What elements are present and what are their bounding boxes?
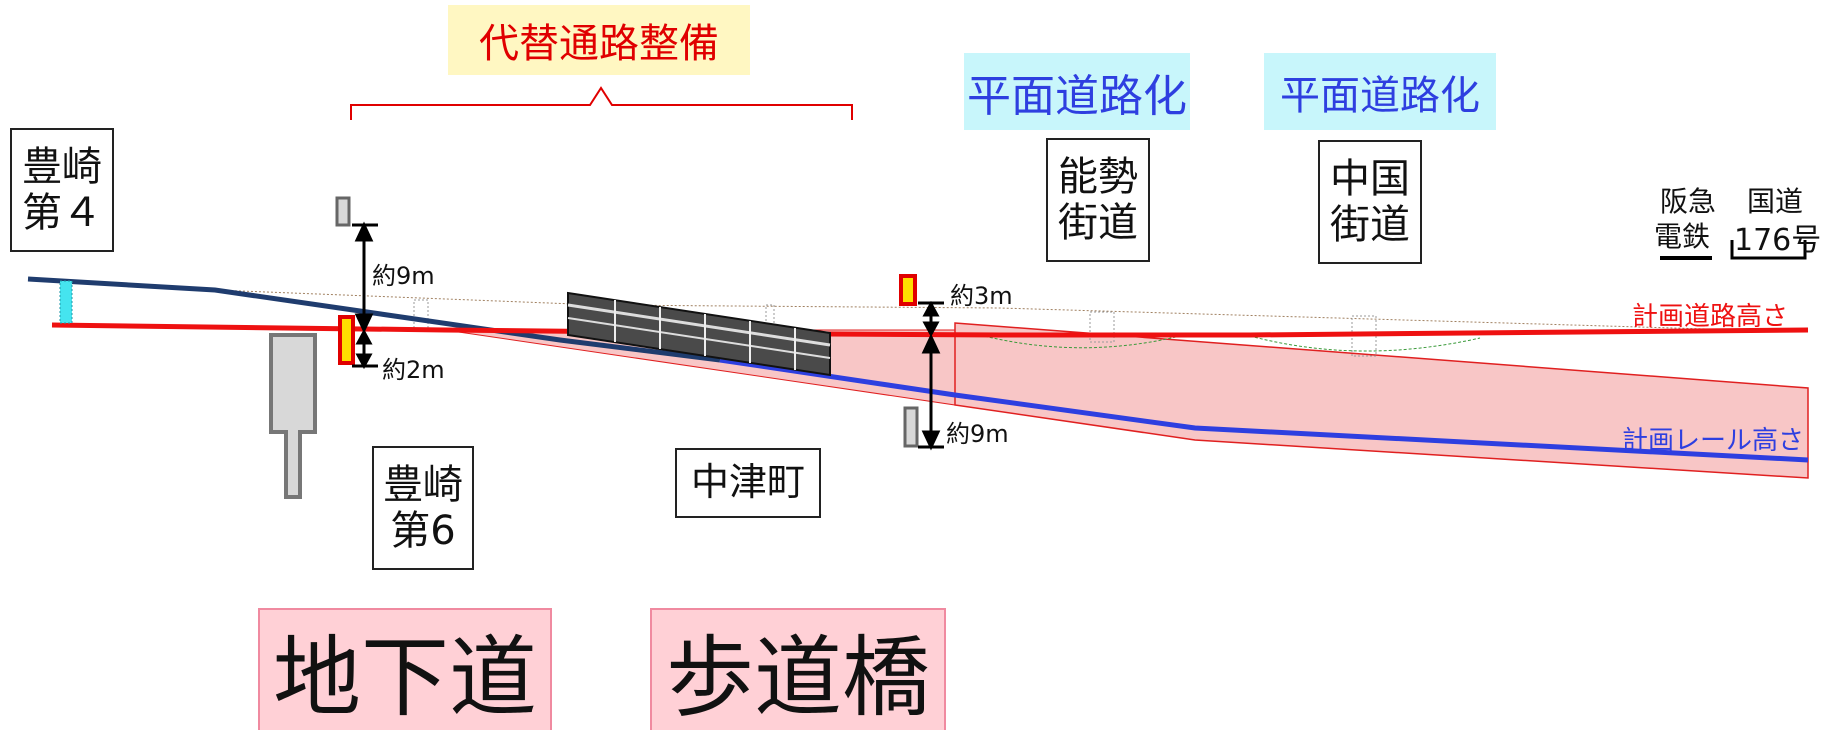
kokudo-label: 国道: [1747, 185, 1804, 218]
road-chugoku-kaido-line1: 中国: [1330, 156, 1410, 202]
station-toyosaki6: 豊崎 第6: [372, 446, 474, 570]
station-toyosaki4: 豊崎 第４: [10, 128, 114, 252]
road-nose-kaido-line1: 能勢: [1058, 154, 1138, 200]
dimension-9m-lower: [918, 333, 944, 451]
red-marker-left: [338, 315, 355, 365]
kokudo-symbol: [1730, 240, 1807, 260]
road-chugoku-kaido-line2: 街道: [1330, 202, 1410, 248]
red-brace: [350, 86, 853, 120]
dashed-marker-1: [413, 299, 429, 331]
green-curve-1: [979, 334, 1181, 349]
grey-box-bottom: [903, 406, 919, 448]
underpass-label: 地下道: [258, 608, 552, 730]
trench-area-right: [954, 322, 1809, 479]
measure-9m-lower: 約9m: [946, 420, 1009, 448]
hankyu-label: 阪急: [1660, 185, 1717, 218]
road-height-label: 計画道路高さ: [1632, 302, 1789, 332]
station-nakatsucho: 中津町: [675, 448, 821, 518]
measure-9m-upper: 約9m: [372, 262, 435, 290]
kokudo-number-label: 176号: [1734, 223, 1822, 258]
rail-height-label: 計画レール高さ: [1622, 426, 1805, 456]
dimension-3m: [918, 300, 944, 338]
planned-rail-line: [719, 357, 1809, 463]
flat-road-label-2: 平面道路化: [1264, 53, 1496, 130]
dashed-marker-2: [1089, 311, 1115, 343]
footbridge-label: 歩道橋: [650, 608, 946, 730]
hankyu-label-2: 電鉄: [1654, 220, 1711, 253]
station-toyosaki4-line2: 第４: [22, 190, 102, 236]
road-nose-kaido-line2: 街道: [1058, 200, 1138, 246]
station-toyosaki6-line1: 豊崎: [383, 462, 463, 508]
station-toyosaki6-line2: 第6: [390, 508, 456, 554]
green-curve-2: [1249, 335, 1481, 352]
road-nose-kaido: 能勢 街道: [1046, 138, 1150, 262]
grey-pillar: [269, 333, 317, 499]
station-nakatsucho-label: 中津町: [690, 460, 805, 505]
red-marker-right: [899, 274, 917, 306]
dimension-2m: [352, 328, 378, 370]
grey-box-top: [335, 196, 351, 227]
flat-road-label-1: 平面道路化: [964, 53, 1190, 130]
road-chugoku-kaido: 中国 街道: [1318, 140, 1422, 264]
dimension-9m-upper: [352, 221, 378, 334]
planned-road-line: [51, 322, 1809, 338]
station-toyosaki4-line1: 豊崎: [22, 144, 102, 190]
existing-ground-line: [214, 289, 1809, 333]
cyan-marker: [59, 280, 73, 324]
train-illustration: [567, 291, 831, 377]
existing-rail-line: [27, 276, 721, 363]
measure-2m: 約2m: [382, 356, 445, 384]
alternate-route-banner: 代替通路整備: [448, 5, 750, 75]
measure-3m: 約3m: [950, 282, 1013, 310]
